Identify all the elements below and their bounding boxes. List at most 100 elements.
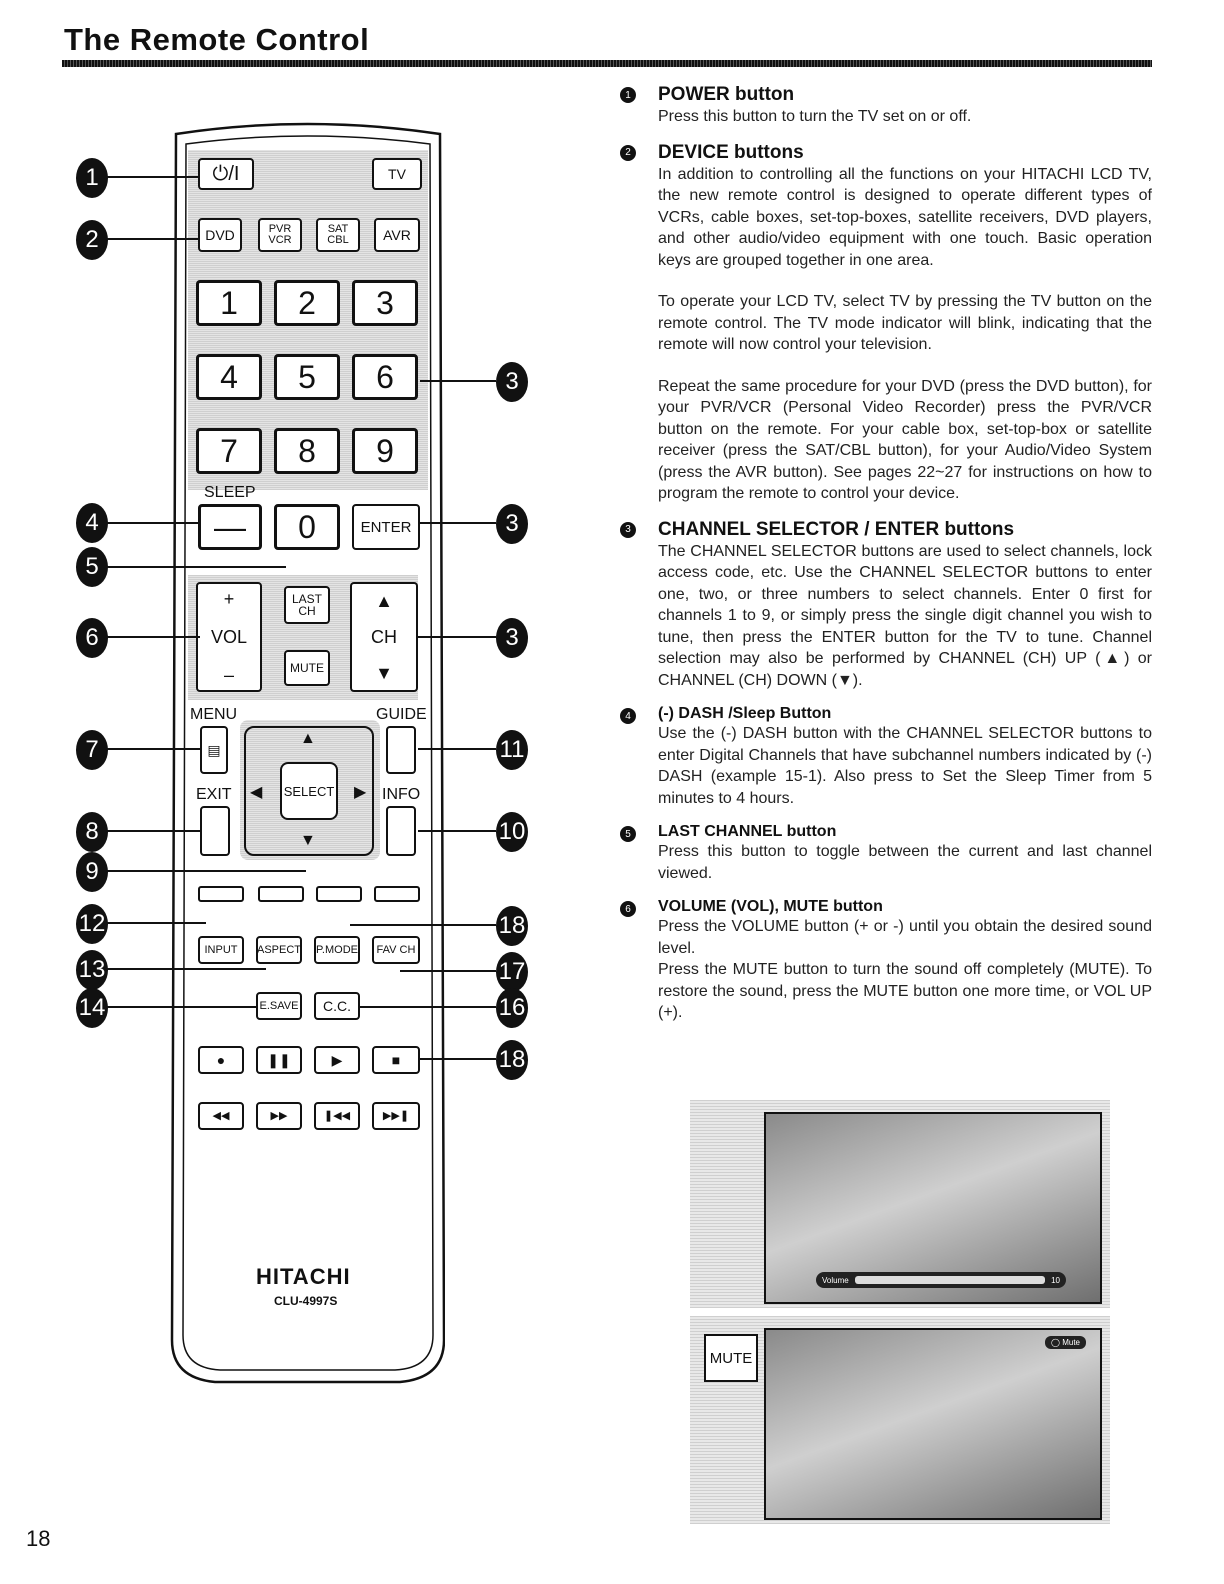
page-number: 18: [26, 1526, 51, 1551]
select-button[interactable]: SELECT: [280, 762, 338, 820]
number-0-button[interactable]: 0: [274, 504, 340, 550]
description-item: 2 DEVICE buttons In addition to controll…: [620, 142, 1152, 505]
number-2-button[interactable]: 2: [274, 280, 340, 326]
item-text: In addition to controlling all the funct…: [658, 165, 1152, 269]
dpad-left-icon[interactable]: ◀: [250, 784, 263, 801]
tv-button[interactable]: TV: [372, 158, 422, 190]
model-number: CLU-4997S: [274, 1294, 338, 1308]
channel-rocker[interactable]: ▲ CH ▼: [350, 582, 418, 692]
number-3-button[interactable]: 3: [352, 280, 418, 326]
item-text: Press the MUTE button to turn the sound …: [658, 961, 1152, 1021]
guide-button[interactable]: [386, 726, 416, 774]
callout-18: 18: [496, 1040, 528, 1080]
item-heading: (-) DASH /Sleep Button: [658, 705, 832, 722]
callout-9: 9: [76, 852, 108, 892]
volume-down-label: –: [223, 665, 234, 685]
info-label: INFO: [382, 786, 421, 803]
volume-label: VOL: [210, 627, 248, 647]
exit-button[interactable]: [200, 806, 230, 856]
fast-forward-button[interactable]: ▶▶: [256, 1102, 302, 1130]
dpad-right-icon[interactable]: ▶: [354, 784, 367, 801]
callout-17: 18: [496, 906, 528, 946]
channel-down-icon: ▼: [375, 663, 393, 683]
aspect-button[interactable]: ASPECT: [256, 936, 302, 964]
callout-1-leader: [106, 176, 198, 178]
color-button-1[interactable]: [198, 886, 244, 902]
tv-picture: Volume 10: [764, 1112, 1102, 1304]
menu-button[interactable]: ▤: [200, 726, 228, 774]
avr-button[interactable]: AVR: [374, 218, 420, 252]
callout-10: 10: [496, 812, 528, 852]
number-7-button[interactable]: 7: [196, 428, 262, 474]
favorite-channel-button[interactable]: FAV CH: [372, 936, 420, 964]
guide-label: GUIDE: [376, 706, 427, 723]
info-button[interactable]: [386, 806, 416, 856]
volume-osd-value: 10: [1051, 1275, 1060, 1285]
callout-3b: 3: [496, 504, 528, 544]
callout-2-leader: [106, 238, 198, 240]
dvd-button[interactable]: DVD: [198, 218, 242, 252]
rewind-button[interactable]: ◀◀: [198, 1102, 244, 1130]
volume-rocker[interactable]: + VOL –: [196, 582, 262, 692]
callout-16-leader: [400, 970, 496, 972]
callout-12-leader: [106, 922, 206, 924]
item-number: 3: [620, 521, 636, 538]
dpad-up-icon[interactable]: ▲: [300, 730, 316, 747]
description-item: 1 POWER button Press this button to turn…: [620, 84, 1152, 128]
callout-7-leader: [106, 748, 200, 750]
remote-control-illustration: ⏻/I TV DVD PVR VCR SAT CBL AVR 1 2 3 4 5…: [170, 120, 445, 1385]
number-9-button[interactable]: 9: [352, 428, 418, 474]
description-item: 6 VOLUME (VOL), MUTE button Press the VO…: [620, 898, 1152, 1024]
exit-label: EXIT: [196, 786, 232, 803]
item-number: 6: [620, 901, 636, 917]
volume-osd-label: Volume: [822, 1275, 849, 1285]
play-button[interactable]: ▶: [314, 1046, 360, 1074]
callout-12: 12: [76, 904, 108, 944]
callout-5: 5: [76, 547, 108, 587]
item-text: Repeat the same procedure for your DVD (…: [658, 377, 1152, 503]
enter-button[interactable]: ENTER: [352, 504, 420, 550]
item-text: Press this button to turn the TV set on …: [658, 108, 972, 125]
number-6-button[interactable]: 6: [352, 354, 418, 400]
skip-back-button[interactable]: ❚◀◀: [314, 1102, 360, 1130]
input-button[interactable]: INPUT: [198, 936, 244, 964]
item-text: Use the (-) DASH button with the CHANNEL…: [658, 725, 1152, 807]
number-4-button[interactable]: 4: [196, 354, 262, 400]
color-button-2[interactable]: [258, 886, 304, 902]
skip-forward-button[interactable]: ▶▶❚: [372, 1102, 420, 1130]
number-5-button[interactable]: 5: [274, 354, 340, 400]
callout-6: 6: [76, 618, 108, 658]
record-button[interactable]: ●: [198, 1046, 244, 1074]
pvr-vcr-button[interactable]: PVR VCR: [258, 218, 302, 252]
stop-button[interactable]: ■: [372, 1046, 420, 1074]
description-item: 3 CHANNEL SELECTOR / ENTER buttons The C…: [620, 519, 1152, 692]
pause-button[interactable]: ❚❚: [256, 1046, 302, 1074]
mute-button[interactable]: MUTE: [284, 650, 330, 686]
color-button-4[interactable]: [374, 886, 420, 902]
closed-caption-button[interactable]: C.C.: [314, 992, 360, 1020]
callout-16: 17: [496, 952, 528, 992]
dash-sleep-button[interactable]: —: [198, 504, 262, 550]
number-8-button[interactable]: 8: [274, 428, 340, 474]
last-channel-button[interactable]: LAST CH: [284, 586, 330, 624]
callout-3b-leader: [420, 522, 496, 524]
title-rule: [62, 60, 1152, 67]
item-text: Press this button to toggle between the …: [658, 843, 1152, 882]
callout-5-leader: [106, 566, 286, 568]
callout-18-leader: [420, 1058, 496, 1060]
power-button[interactable]: ⏻/I: [198, 158, 254, 190]
item-heading: LAST CHANNEL button: [658, 823, 837, 840]
item-heading: VOLUME (VOL), MUTE button: [658, 898, 883, 915]
brand-logo: HITACHI: [256, 1264, 351, 1289]
sat-cbl-button[interactable]: SAT CBL: [316, 218, 360, 252]
item-heading: DEVICE buttons: [658, 141, 804, 163]
dpad[interactable]: [244, 726, 374, 856]
dpad-down-icon[interactable]: ▼: [300, 832, 316, 849]
energy-save-button[interactable]: E.SAVE: [256, 992, 302, 1020]
item-number: 5: [620, 826, 636, 842]
color-button-3[interactable]: [316, 886, 362, 902]
picture-mode-button[interactable]: P.MODE: [314, 936, 360, 964]
callout-14-leader: [106, 1006, 256, 1008]
callout-11-leader: [418, 748, 496, 750]
number-1-button[interactable]: 1: [196, 280, 262, 326]
